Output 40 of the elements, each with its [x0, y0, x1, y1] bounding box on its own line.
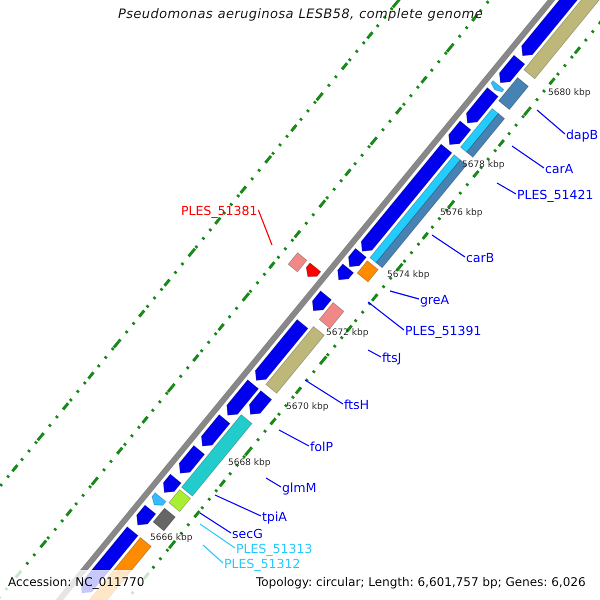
gene-label: carA	[545, 162, 574, 176]
scale-label: 5668 kbp	[228, 458, 270, 468]
accession-text: Accession: NC_011770	[8, 575, 144, 589]
gene-label: glmM	[282, 481, 316, 495]
scale-label: 5680 kbp	[548, 88, 590, 98]
gene-label: secG	[232, 527, 263, 541]
gene-label: PLES_51381	[181, 204, 258, 218]
leader-line	[390, 290, 420, 300]
leader-line	[512, 146, 544, 168]
scale-label: 5666 kbp	[150, 533, 192, 543]
gene-label: PLES_51312	[224, 557, 300, 571]
leader-line	[200, 524, 236, 548]
genome-stats-text: Topology: circular; Length: 6,601,757 bp; Genes: 6,026	[256, 575, 586, 589]
gene-label: ftsH	[344, 398, 369, 412]
gene-label: PLES_51421	[517, 188, 594, 202]
leader-line	[200, 512, 232, 534]
leader-line	[278, 429, 310, 447]
scale-label: 5672 kbp	[326, 328, 368, 338]
gene-label: tpiA	[262, 510, 287, 524]
leader-line	[536, 110, 566, 134]
scale-label: 5670 kbp	[286, 402, 328, 412]
gene-label: PLES_51391	[405, 324, 482, 338]
leader-line	[368, 302, 404, 330]
genome-title: Pseudomonas aeruginosa LESB58, complete genome	[118, 8, 484, 22]
leader-line	[432, 234, 466, 258]
gene-label: folP	[310, 440, 334, 454]
leader-line	[368, 349, 382, 358]
leader-line	[266, 477, 282, 488]
leader-line	[258, 210, 273, 246]
scale-label: 5676 kbp	[440, 208, 482, 218]
gene-label: PLES_51313	[236, 542, 312, 556]
gene-label: carB	[466, 251, 494, 265]
scale-label: 5674 kbp	[387, 270, 430, 280]
leader-line	[202, 544, 224, 564]
gene-label: ftsJ	[382, 351, 402, 365]
leader-line	[214, 494, 262, 517]
gene-label: greA	[420, 293, 450, 307]
gene-label: dapB	[566, 128, 598, 142]
leader-line	[304, 380, 344, 404]
leader-line	[496, 182, 516, 195]
